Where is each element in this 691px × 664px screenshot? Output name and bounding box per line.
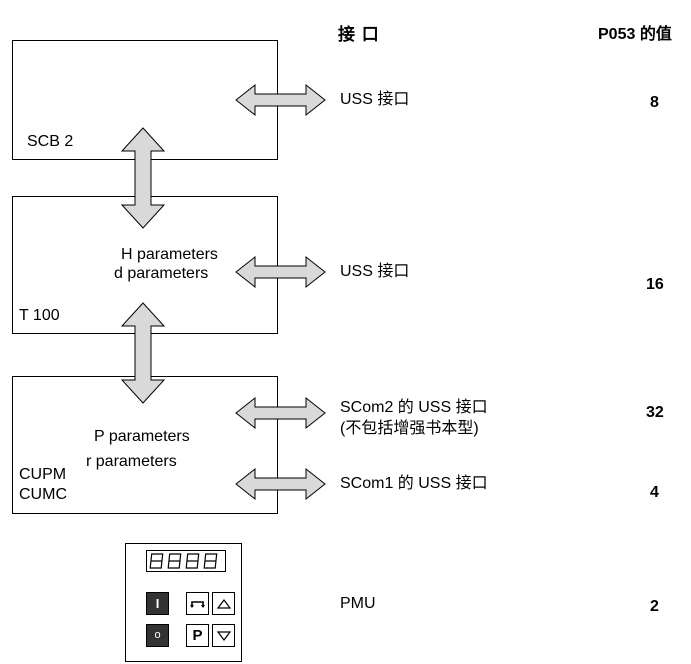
pmu-panel: 8888 I o P bbox=[125, 543, 242, 662]
triangle-up-icon bbox=[216, 598, 231, 609]
interface-column-header: 接 口 bbox=[338, 25, 380, 44]
raise-button[interactable] bbox=[212, 592, 235, 615]
arrow-t100-cu bbox=[120, 302, 166, 404]
pmu-display: 8888 bbox=[146, 550, 226, 572]
interface-text-t100: USS 接口 bbox=[340, 263, 410, 280]
interface-text-scom2-note: (不包括增强书本型) bbox=[340, 420, 479, 437]
p053-value-pmu: 2 bbox=[650, 598, 659, 615]
off-button-label: o bbox=[154, 629, 161, 641]
p053-value-scb2: 8 bbox=[650, 94, 659, 111]
p-button[interactable]: P bbox=[186, 624, 209, 647]
scb2-label: SCB 2 bbox=[27, 133, 74, 150]
r-parameters-text: r parameters bbox=[86, 453, 177, 470]
interface-text-scb2: USS 接口 bbox=[340, 91, 410, 108]
reverse-arrow-icon bbox=[190, 600, 205, 608]
arrow-scom1 bbox=[235, 467, 326, 501]
on-button-label: I bbox=[155, 596, 160, 611]
lower-button[interactable] bbox=[212, 624, 235, 647]
interface-text-scom2: SCom2 的 USS 接口 bbox=[340, 399, 488, 416]
reverse-button[interactable] bbox=[186, 592, 209, 615]
interface-text-scom1: SCom1 的 USS 接口 bbox=[340, 475, 488, 492]
h-parameters-text: H parameters bbox=[121, 246, 218, 263]
interface-text-pmu: PMU bbox=[340, 595, 376, 612]
p053-column-header: P053 的值 bbox=[598, 26, 672, 43]
p-button-label: P bbox=[192, 627, 203, 644]
cupm-label: CUPM bbox=[19, 466, 67, 483]
arrow-t100-uss bbox=[235, 255, 326, 289]
on-button[interactable]: I bbox=[146, 592, 169, 615]
arrow-scb2-t100 bbox=[120, 127, 166, 229]
t100-label: T 100 bbox=[19, 307, 60, 324]
p053-value-t100: 16 bbox=[646, 276, 664, 293]
arrow-scb2-uss bbox=[235, 83, 326, 117]
off-button[interactable]: o bbox=[146, 624, 169, 647]
cumc-label: CUMC bbox=[19, 486, 67, 503]
p-parameters-text: P parameters bbox=[94, 428, 190, 445]
d-parameters-text: d parameters bbox=[114, 265, 209, 282]
triangle-down-icon bbox=[216, 630, 231, 641]
p053-value-scom2: 32 bbox=[646, 404, 664, 421]
p053-value-scom1: 4 bbox=[650, 484, 659, 501]
arrow-scom2 bbox=[235, 396, 326, 430]
seven-segment-digits bbox=[149, 553, 218, 569]
